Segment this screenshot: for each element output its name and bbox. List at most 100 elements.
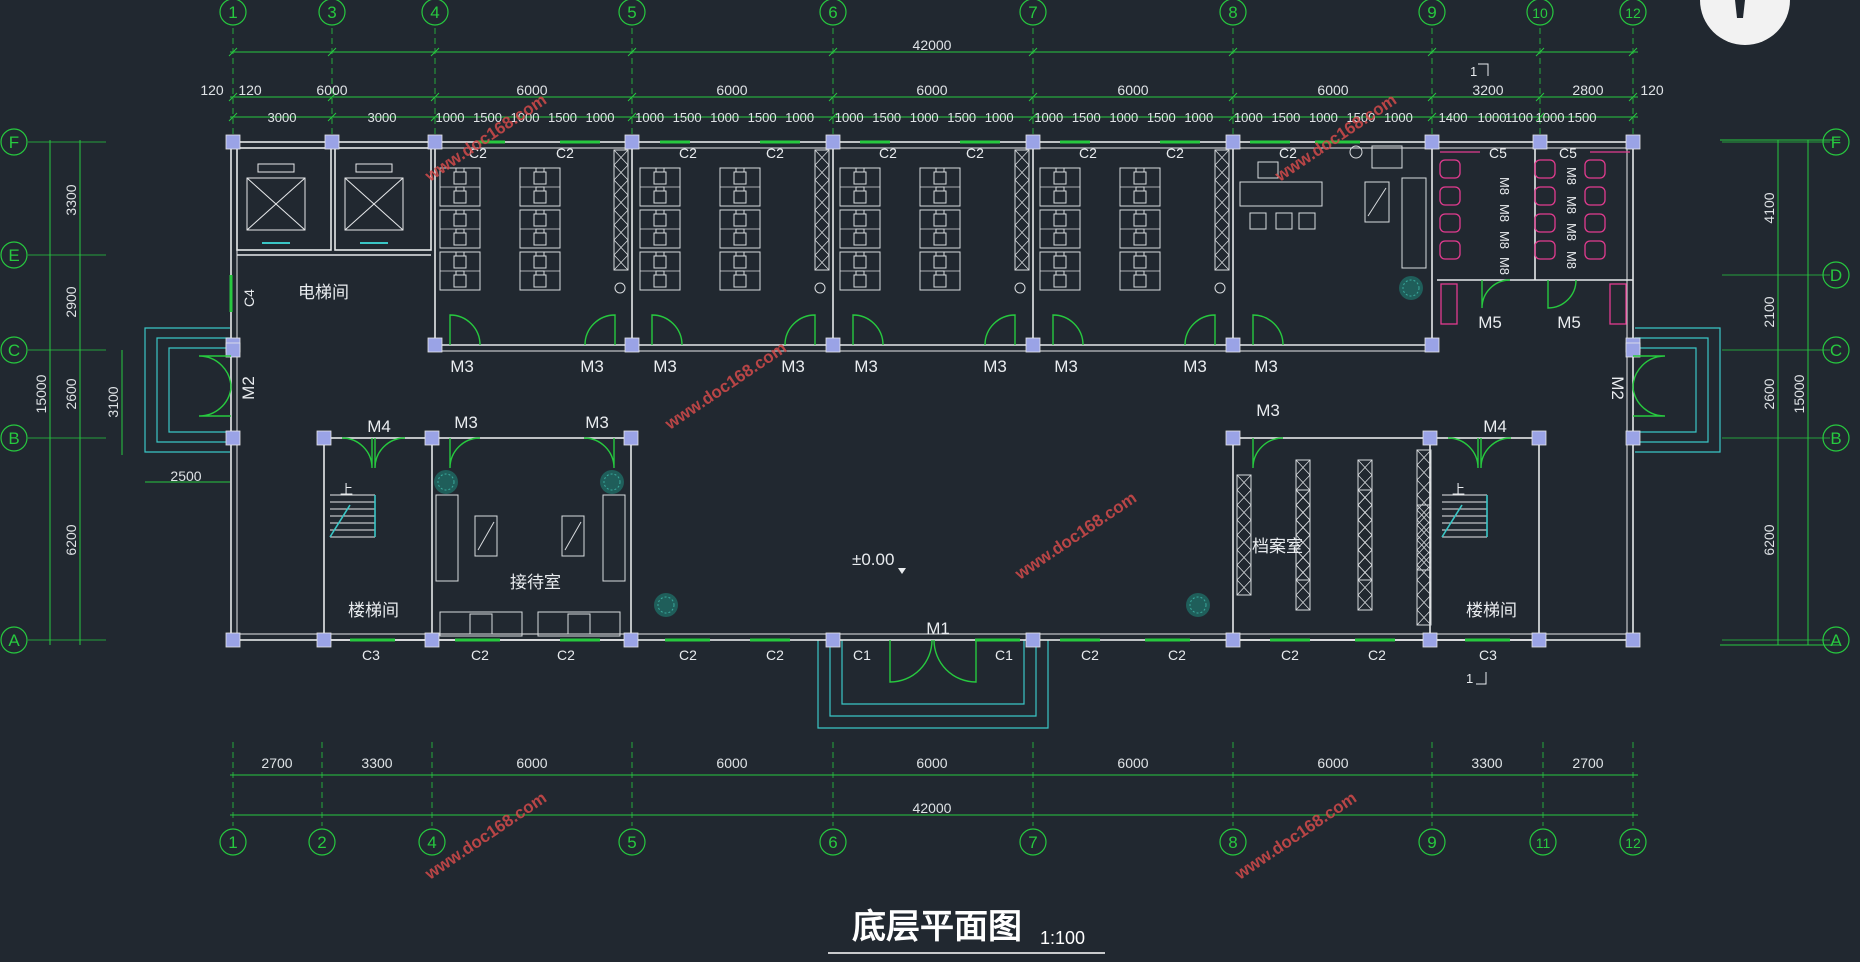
dimension-top-row2: 1000 — [1536, 110, 1565, 125]
dimension-top-row2: 1000 — [710, 110, 739, 125]
axis-bubble-circle — [618, 828, 646, 856]
axis-bubble-circle — [318, 0, 346, 26]
office-workstations — [439, 167, 1226, 294]
structural-column — [427, 337, 443, 353]
dimension-top-row2: 1500 — [1271, 110, 1300, 125]
axis-bubble-circle — [1019, 828, 1047, 856]
office-chair — [653, 270, 667, 288]
opening-label-c2: C2 — [766, 145, 784, 161]
axis-bubble-circle — [421, 0, 449, 26]
structural-column — [225, 134, 241, 150]
structural-columns — [225, 134, 1641, 648]
dimension-top-row2: 1000 — [1234, 110, 1263, 125]
axis-bubble-bottom: 7 — [1028, 833, 1037, 852]
corner-logo-mark — [1735, 0, 1745, 18]
dimension-tick — [627, 112, 637, 122]
dimension-right-inner: 2600 — [1761, 378, 1777, 409]
dimension-top-row2: 1400 — [1439, 110, 1468, 125]
axis-bubble-circle — [219, 0, 247, 26]
dimension-top-row2: 1000 — [1478, 110, 1507, 125]
dimension-top-row2: 1000 — [910, 110, 939, 125]
office-chair — [733, 209, 747, 227]
stair-up-right: 上 — [1452, 483, 1465, 498]
structural-column — [1625, 632, 1641, 648]
axis-bubble-top: 3 — [327, 3, 336, 22]
opening-label-c1: C1 — [853, 647, 871, 663]
dimension-top-row2: 1500 — [1147, 110, 1176, 125]
watermarks: www.doc168.comwww.doc168.comwww.doc168.c… — [421, 90, 1400, 884]
room-label-archive: 档案室 — [1252, 537, 1303, 557]
dimension-bottom-row: 2700 — [1572, 755, 1603, 771]
structural-column — [1025, 134, 1041, 150]
opening-label-m3: M3 — [1256, 401, 1280, 420]
office-chair — [733, 167, 747, 185]
structural-column — [624, 337, 640, 353]
office-chair — [933, 167, 947, 185]
dimension-top-row1: 6000 — [1117, 82, 1148, 98]
axis-bubble-top: 5 — [627, 3, 636, 22]
section-mark-bottom: 1 — [1466, 671, 1473, 686]
dimension-bottom-row: 3300 — [1471, 755, 1502, 771]
office-chair — [533, 270, 547, 288]
plant-pot — [1014, 282, 1026, 294]
axis-bubble-circle — [1822, 336, 1850, 364]
axis-bubble-circle — [0, 241, 28, 269]
dimension-top-row2: 1000 — [436, 110, 465, 125]
axis-bubble-circle — [618, 0, 646, 26]
office-chair — [733, 251, 747, 269]
axis-bubble-circle — [1019, 0, 1047, 26]
door-swing — [1481, 279, 1511, 309]
dimension-top-row1: 3200 — [1472, 82, 1503, 98]
plant-pot — [614, 282, 626, 294]
office-chair — [1133, 186, 1147, 204]
opening-label-m8: M8 — [1564, 223, 1579, 241]
office-chair — [853, 186, 867, 204]
dimension-top-row2: 1500 — [673, 110, 702, 125]
opening-label-c2: C2 — [471, 647, 489, 663]
axis-bubble-circle — [1526, 0, 1554, 26]
office-chair — [1133, 228, 1147, 246]
office-chair — [1053, 251, 1067, 269]
office-chair — [453, 251, 467, 269]
dimension-top-row2: 1000 — [1309, 110, 1338, 125]
axis-bubble-circle — [1822, 424, 1850, 452]
axis-bubble-bottom: 1 — [228, 833, 237, 852]
office-chair — [853, 167, 867, 185]
axis-bubble-circle — [1219, 828, 1247, 856]
axis-bubble-right: A — [1830, 631, 1842, 650]
door-swing — [198, 387, 232, 417]
dimension-top-row2: 1500 — [1568, 110, 1597, 125]
door-swing — [198, 355, 232, 389]
window-strips — [229, 140, 1510, 642]
dimension-top-row2: 1000 — [1034, 110, 1063, 125]
opening-label-m8: M8 — [1564, 196, 1579, 214]
axis-bubble-bottom: 6 — [828, 833, 837, 852]
axis-bubble-right: F — [1831, 133, 1841, 152]
dimension-bottom-row: 6000 — [1117, 755, 1148, 771]
opening-label-m5: M5 — [1478, 313, 1502, 332]
structural-column — [225, 430, 241, 446]
structural-column — [825, 337, 841, 353]
door-swing — [1252, 437, 1284, 469]
dimension-left-inner: 6200 — [63, 524, 79, 555]
dimension-tick — [228, 92, 238, 102]
room-label-stair-right: 楼梯间 — [1466, 601, 1517, 621]
opening-label-m8: M8 — [1497, 177, 1512, 195]
structural-column — [1225, 430, 1241, 446]
toilet-bowl — [1534, 186, 1556, 206]
axis-bubble-circle — [0, 336, 28, 364]
door-swing — [1447, 437, 1479, 469]
office-chair — [1053, 270, 1067, 288]
walls — [230, 141, 1634, 641]
structural-column — [316, 632, 332, 648]
structural-column — [825, 134, 841, 150]
office-chair — [933, 186, 947, 204]
dimension-bottom-row: 6000 — [1317, 755, 1348, 771]
axis-bubble-circle — [1619, 828, 1647, 856]
structural-column — [1225, 632, 1241, 648]
axis-bubble-bottom: 11 — [1536, 835, 1551, 851]
section-mark-bottom-line — [1476, 672, 1487, 685]
dimension-tick — [327, 92, 337, 102]
